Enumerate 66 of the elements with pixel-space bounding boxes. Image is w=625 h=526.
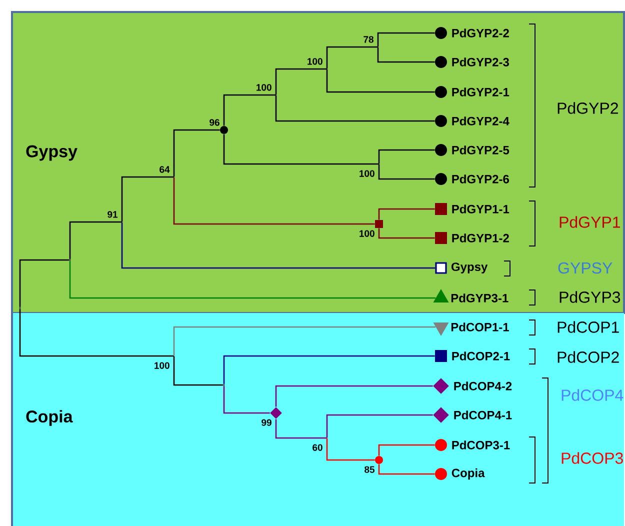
bootstrap-value: 78 xyxy=(364,36,374,43)
branch xyxy=(121,176,174,222)
bootstrap-value: 100 xyxy=(360,170,374,177)
bootstrap-value: 85 xyxy=(364,466,375,473)
taxon-label: PdGYP1-2 xyxy=(452,234,509,242)
taxon-label: PdCOP1-1 xyxy=(451,322,509,332)
taxon-label: PdGYP2-5 xyxy=(452,146,510,154)
taxon-label: PdCOP4-1 xyxy=(454,410,512,420)
bootstrap-value: 100 xyxy=(256,84,272,91)
taxon-label: PdGYP2-1 xyxy=(452,88,510,96)
branch xyxy=(121,222,436,269)
branch xyxy=(378,464,435,475)
branch xyxy=(377,47,435,63)
clade-label: PdGYP2 xyxy=(558,102,618,114)
taxon-label: PdGYP2-4 xyxy=(452,116,510,126)
branch xyxy=(326,46,378,69)
branch xyxy=(378,208,435,220)
bootstrap-value: 96 xyxy=(210,119,220,126)
bootstrap-value: 100 xyxy=(308,58,322,65)
clade-label: GYPSY xyxy=(558,262,612,274)
taxon-label: PdCOP4-2 xyxy=(454,382,512,390)
branch xyxy=(19,308,174,357)
branch xyxy=(173,326,436,356)
clade-label: PdCOP1 xyxy=(558,321,619,333)
branch xyxy=(326,438,375,461)
branch xyxy=(378,444,435,456)
bootstrap-value: 100 xyxy=(154,362,170,369)
taxon-label: PdGYP2-2 xyxy=(452,28,509,38)
taxon-label: Copia xyxy=(452,468,485,480)
bootstrap-value: 91 xyxy=(108,211,118,218)
clade-label: PdGYP3 xyxy=(560,291,620,303)
branch xyxy=(223,134,379,165)
branch xyxy=(223,386,270,414)
branch xyxy=(69,221,122,260)
branch xyxy=(378,149,435,164)
taxon-label: PdCOP2-1 xyxy=(452,352,510,360)
taxon-label: PdGYP3-1 xyxy=(451,294,508,302)
taxon-label: PdGYP2-6 xyxy=(452,174,509,184)
branch xyxy=(275,385,433,407)
bootstrap-value: 64 xyxy=(160,166,170,173)
branch xyxy=(173,177,375,225)
branch xyxy=(69,260,436,299)
clade-label: PdGYP1 xyxy=(560,216,620,228)
bootstrap-value: 99 xyxy=(262,419,272,426)
branch xyxy=(19,259,70,308)
clade-label: PdCOP2 xyxy=(558,351,619,363)
taxon-label: PdGYP1-1 xyxy=(452,204,510,214)
branch xyxy=(326,414,433,438)
clade-label: PdCOP4 xyxy=(562,389,624,401)
clade-label: PdCOP3 xyxy=(562,452,623,464)
bootstrap-value: 100 xyxy=(360,230,374,237)
branch xyxy=(275,68,327,95)
branch xyxy=(275,95,435,122)
branch xyxy=(378,164,435,180)
branch xyxy=(223,94,276,126)
branch xyxy=(377,32,435,47)
branch xyxy=(378,228,435,239)
branch xyxy=(275,419,327,439)
taxon-label: Gypsy xyxy=(451,262,488,274)
branch xyxy=(223,355,435,384)
branch xyxy=(326,69,435,93)
taxon-label: PdCOP3-1 xyxy=(452,440,510,450)
branch xyxy=(173,356,224,386)
bootstrap-value: 60 xyxy=(312,444,322,451)
taxon-label: PdGYP2-3 xyxy=(452,58,509,66)
branch xyxy=(173,129,220,177)
